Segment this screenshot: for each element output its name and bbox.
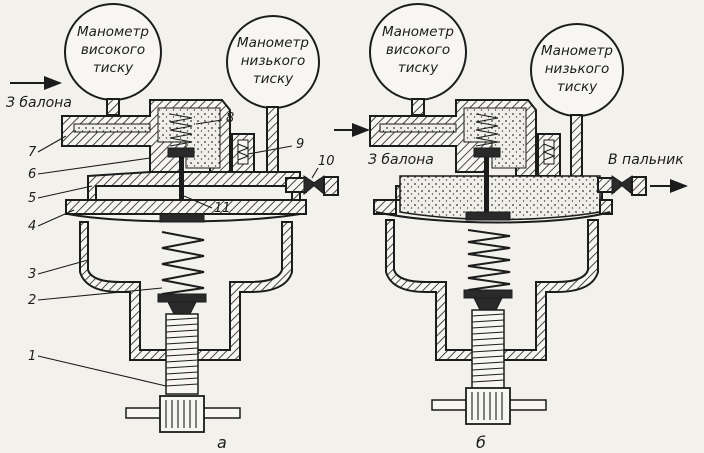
high-pressure-gauge-a: Манометр високого тиску — [64, 3, 162, 116]
outlet-valve-a — [285, 175, 339, 196]
high-pressure-chamber-b — [369, 99, 537, 177]
gauge-high-b-line2: високого — [386, 42, 450, 58]
part-4: 4 — [28, 219, 36, 234]
adjusting-screw-b — [431, 297, 547, 425]
low-pressure-gauge-b: Манометр низького тиску — [530, 23, 624, 180]
caption-a: а — [217, 433, 227, 452]
panel-b: Манометр високого тиску Манометр низьког… — [334, 3, 688, 452]
part-8: 8 — [226, 111, 234, 126]
flange-a — [65, 199, 307, 215]
lower-body-b — [385, 219, 599, 361]
leader-lines-a — [37, 119, 319, 387]
main-spring-a — [161, 231, 205, 295]
part-9: 9 — [296, 137, 304, 152]
main-spring-b — [467, 229, 511, 291]
high-pressure-chamber-a — [61, 99, 231, 177]
part-2: 2 — [28, 293, 36, 308]
adjusting-screw-a — [125, 301, 241, 433]
outlet-valve-b — [597, 175, 647, 196]
caption-b: б — [476, 433, 486, 452]
valve-stem-b — [484, 157, 489, 213]
safety-valve-a — [231, 133, 255, 177]
part-10: 10 — [318, 154, 335, 169]
part-1: 1 — [28, 349, 36, 364]
gauge-high-line1: Манометр — [77, 24, 149, 40]
gauge-high-line2: високого — [81, 42, 145, 58]
gauge-low-b-line1: Манометр — [541, 43, 613, 59]
inlet-label-b: З балона — [368, 152, 434, 168]
part-6: 6 — [28, 167, 36, 182]
gauge-low-b-line3: тиску — [557, 79, 598, 95]
inlet-label-a: З балона — [6, 95, 72, 111]
cover-a — [87, 171, 301, 201]
lower-body-a — [79, 221, 293, 361]
part-3: 3 — [28, 267, 36, 282]
gauge-low-b-line2: низького — [545, 61, 610, 77]
gauge-low-line2: низького — [241, 53, 306, 69]
diaphragm-b — [375, 211, 611, 224]
gauge-low-line1: Манометр — [237, 35, 309, 51]
outlet-label-b: В пальник — [608, 152, 684, 168]
gauge-low-line3: тиску — [253, 71, 294, 87]
part-11: 11 — [214, 201, 231, 216]
safety-valve-b — [537, 133, 561, 177]
valve-stem-a — [179, 157, 184, 215]
part-7: 7 — [28, 145, 37, 160]
part-5: 5 — [28, 191, 36, 206]
panel-a: Манометр високого тиску Манометр низьког… — [6, 3, 339, 452]
gauge-high-line3: тиску — [93, 60, 134, 76]
gauge-high-b-line3: тиску — [398, 60, 439, 76]
gauge-high-b-line1: Манометр — [382, 24, 454, 40]
high-pressure-gauge-b: Манометр високого тиску — [369, 3, 467, 116]
